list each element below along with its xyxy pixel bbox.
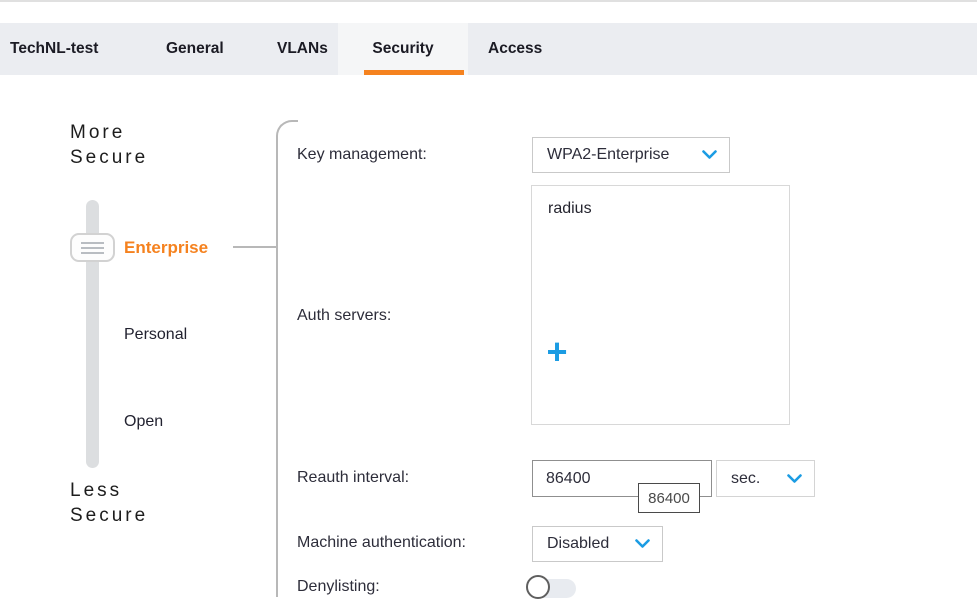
tab-security-label: Security	[372, 40, 434, 57]
form-bracket-line	[276, 120, 298, 597]
key-management-label: Key management:	[297, 146, 427, 163]
tab-access[interactable]: Access	[488, 40, 543, 57]
tab-bar: TechNL-test General VLANs Security Acces…	[0, 23, 977, 75]
reauth-unit-value: sec.	[731, 469, 761, 487]
security-slider-handle[interactable]	[70, 233, 115, 262]
active-tab-underline	[364, 70, 464, 75]
reauth-interval-label: Reauth interval:	[297, 469, 410, 486]
toggle-knob	[526, 575, 550, 599]
key-management-value: WPA2-Enterprise	[547, 146, 670, 163]
auth-server-item[interactable]: radius	[548, 200, 592, 217]
machine-authentication-label: Machine authentication:	[297, 534, 466, 551]
auth-servers-list: radius +	[531, 185, 790, 425]
security-level-open[interactable]: Open	[124, 413, 164, 430]
chevron-down-icon	[787, 473, 802, 484]
denylisting-label: Denylisting:	[297, 578, 380, 595]
selected-level-connector-line	[233, 246, 276, 248]
tab-vlans[interactable]: VLANs	[277, 40, 328, 57]
machine-authentication-value: Disabled	[547, 535, 610, 552]
chevron-down-icon	[635, 539, 650, 549]
tab-general[interactable]: General	[166, 40, 224, 57]
auth-servers-label: Auth servers:	[297, 307, 392, 324]
drag-handle-icon	[81, 241, 104, 244]
key-management-dropdown[interactable]: WPA2-Enterprise	[532, 137, 730, 173]
add-auth-server-button[interactable]: +	[542, 332, 572, 372]
less-secure-label: Less Secure	[70, 480, 149, 526]
drag-handle-icon	[81, 246, 104, 249]
security-slider-track[interactable]	[86, 200, 99, 468]
reauth-unit-dropdown[interactable]: sec.	[716, 460, 815, 497]
drag-handle-icon	[81, 251, 104, 254]
security-level-personal[interactable]: Personal	[124, 326, 188, 343]
profile-name-tab[interactable]: TechNL-test	[10, 40, 99, 57]
chevron-down-icon	[702, 150, 717, 160]
reauth-interval-tooltip: 86400	[638, 483, 700, 513]
denylisting-toggle[interactable]	[526, 574, 578, 601]
tab-security[interactable]: Security	[338, 23, 468, 75]
machine-authentication-dropdown[interactable]: Disabled	[532, 526, 663, 562]
top-divider	[0, 0, 977, 2]
more-secure-label: More Secure	[70, 122, 149, 168]
security-level-enterprise[interactable]: Enterprise	[124, 238, 209, 257]
